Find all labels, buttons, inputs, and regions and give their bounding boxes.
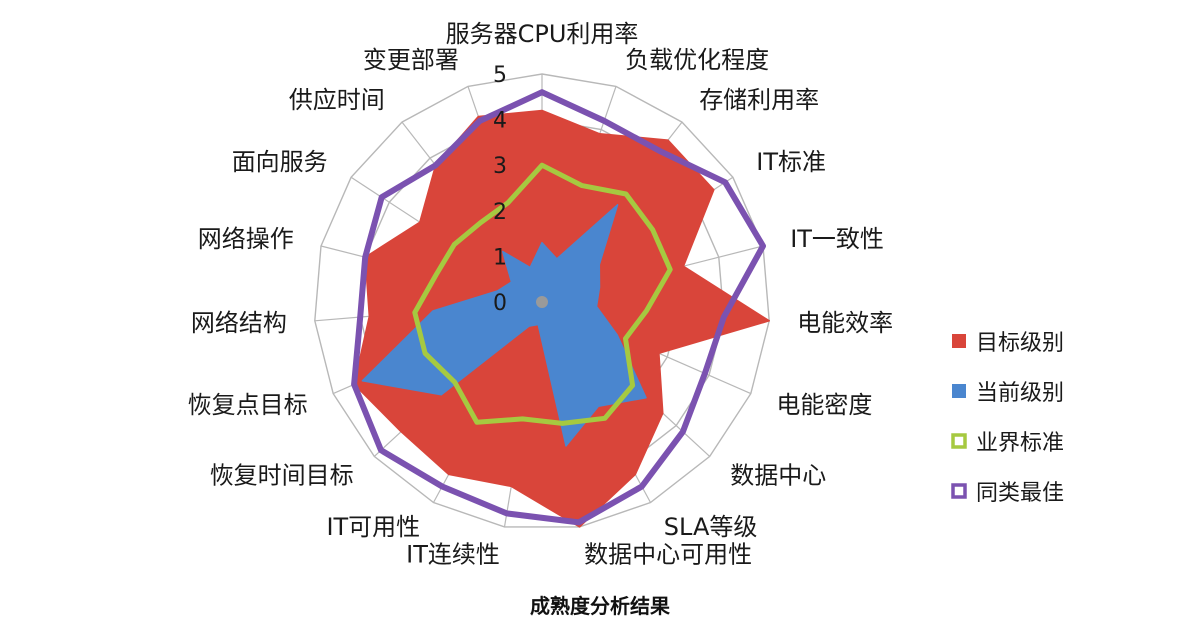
category-label: IT一致性: [790, 225, 884, 253]
legend-swatch: [951, 433, 967, 449]
legend-label: 当前级别: [976, 381, 1064, 406]
category-label: 电能效率: [797, 309, 893, 337]
tick-label: 5: [493, 63, 507, 88]
legend-label: 目标级别: [976, 331, 1064, 356]
chart-caption: 成熟度分析结果: [530, 594, 670, 618]
legend-label: 业界标准: [976, 431, 1064, 456]
category-label: IT可用性: [326, 513, 420, 541]
series-3-polygon: [412, 162, 673, 426]
tick-label: 2: [493, 200, 507, 225]
category-label: 网络结构: [191, 309, 287, 337]
category-label: 数据中心可用性: [584, 541, 752, 569]
tick-label: 0: [493, 291, 507, 316]
grid-ring-5: [314, 73, 770, 528]
category-label: IT连续性: [406, 541, 500, 569]
legend-swatch: [951, 483, 967, 499]
series-4-polygon: [351, 89, 766, 526]
category-label: IT标准: [756, 148, 826, 176]
tick-label: 1: [493, 245, 507, 270]
category-label: 恢复点目标: [188, 391, 308, 419]
category-label: 存储利用率: [699, 86, 819, 114]
tick-label: 3: [493, 154, 507, 179]
category-label: 服务器CPU利用率: [446, 20, 639, 48]
category-label: 变更部署: [363, 46, 459, 74]
category-label: 电能密度: [776, 391, 872, 419]
category-label: 面向服务: [232, 148, 328, 176]
legend-swatch: [952, 334, 966, 348]
category-label: 网络操作: [198, 225, 294, 253]
tick-label: 4: [493, 109, 507, 134]
category-label: 恢复时间目标: [210, 461, 354, 489]
category-label: 数据中心: [730, 461, 826, 489]
legend-label: 同类最佳: [976, 481, 1064, 506]
legend-swatch: [952, 384, 966, 398]
category-label: 供应时间: [289, 86, 385, 114]
series-2-polygon: [361, 204, 647, 447]
category-label: 负载优化程度: [625, 46, 769, 74]
center-marker: [536, 296, 548, 308]
category-label: SLA等级: [664, 513, 758, 541]
